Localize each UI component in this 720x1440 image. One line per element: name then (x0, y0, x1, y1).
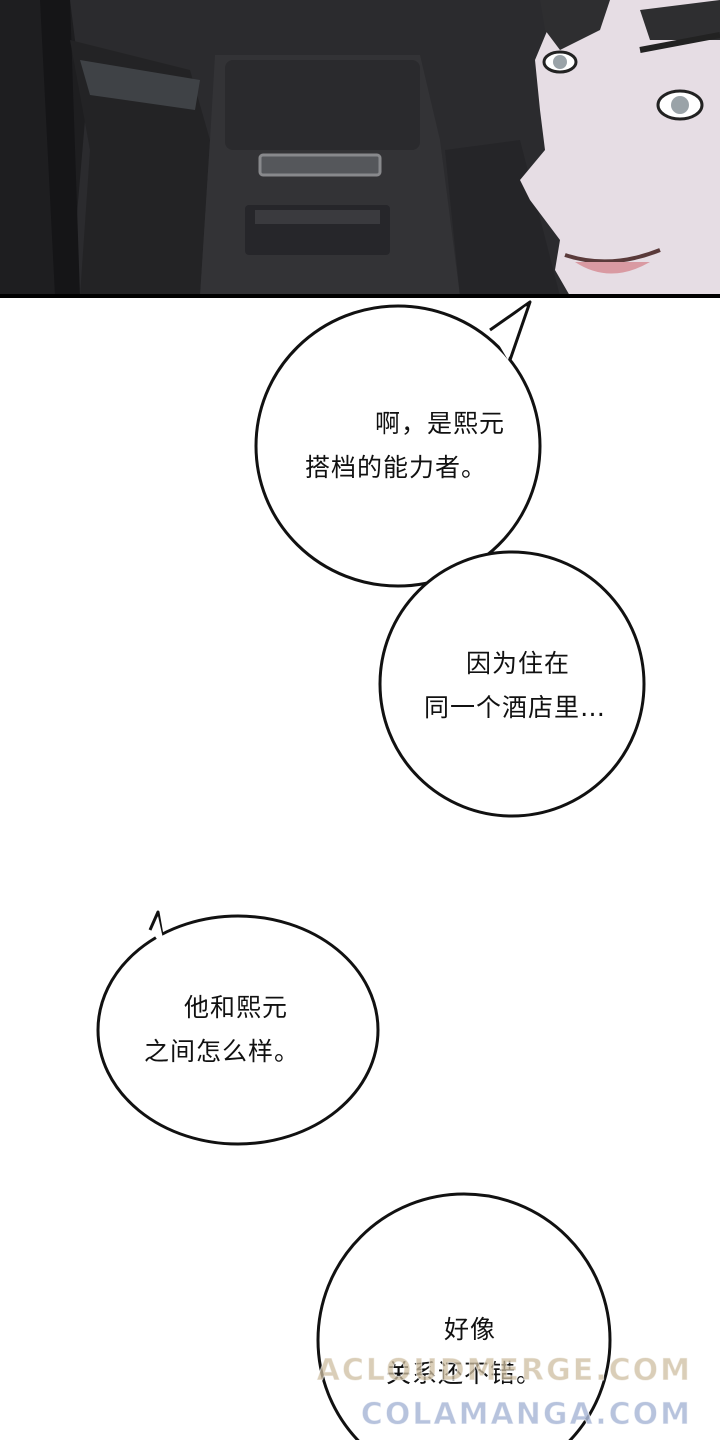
bubble-3-line-1: 他和熙元 (183, 993, 288, 1022)
bubble-1-line-1: 啊，是熙元 (374, 409, 505, 438)
watermark-top: ACLOUDMERGE.COM (316, 1353, 692, 1389)
bubble-2-line-1: 因为住在 (465, 649, 570, 678)
speech-bubble-4 (316, 1192, 612, 1440)
speech-bubble-3 (96, 910, 380, 1146)
watermark-bottom: COLAMANGA.COM (360, 1397, 692, 1433)
bubble-2-line-2: 同一个酒店里… (423, 693, 606, 722)
speech-bubble-2 (378, 550, 646, 818)
character-face (520, 0, 720, 296)
speech-bubble-1 (254, 300, 542, 588)
bubble-1-line-2: 搭档的能力者。 (304, 453, 487, 482)
bubble-3-line-2: 之间怎么样。 (143, 1037, 300, 1066)
car-interior-panel (0, 0, 720, 298)
bubble-4-line-2: 关系还不错。 (385, 1359, 542, 1388)
bubble-4-line-1: 好像 (443, 1315, 496, 1344)
